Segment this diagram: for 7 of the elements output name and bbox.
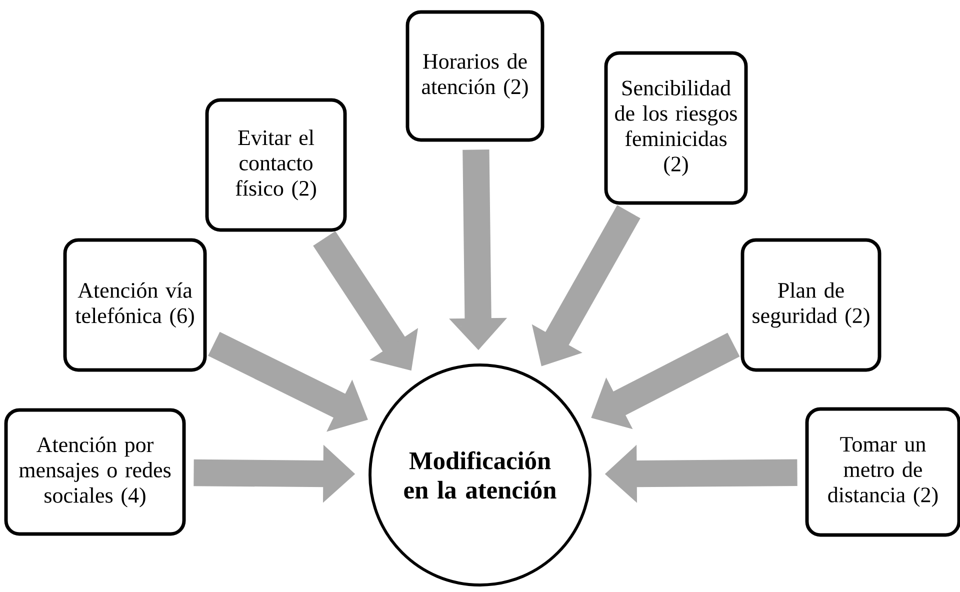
text-box: Plan de seguridad (2) [740,238,882,372]
text-box: Atención vía telefónica (6) [63,238,207,372]
text-box: Evitar el contacto físico (2) [205,98,347,232]
text-box: Horarios de atención (2) [406,10,544,142]
text-box: Atención por mensajes o redes sociales (4) [4,408,186,536]
text-box: Tomar un metro de distancia (2) [805,407,960,537]
text-box: Sencibilidad de los riesgos feminicidas (2) [604,51,748,205]
